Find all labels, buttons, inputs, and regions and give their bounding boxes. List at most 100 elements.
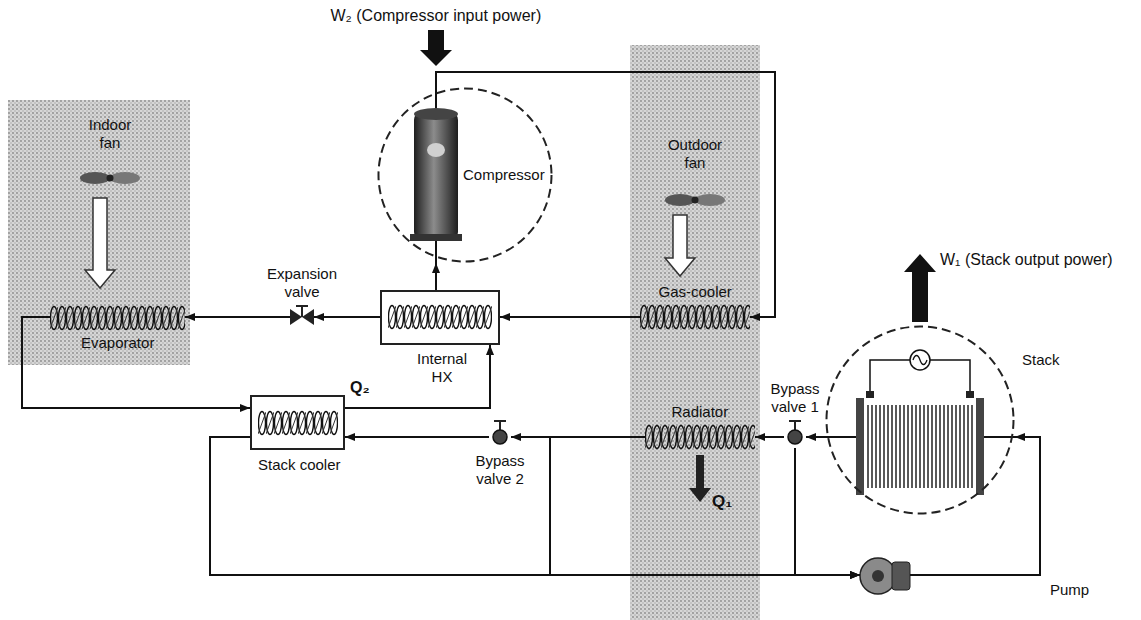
bypass-valve-symbol [788, 430, 802, 444]
radiator-coil: Radiator [645, 425, 755, 450]
coolant-pump: Pump [860, 553, 910, 598]
flow-line [511, 437, 860, 575]
fuel-cell-stack [856, 398, 864, 495]
flow-line [755, 436, 784, 438]
heat-arrow [689, 455, 711, 502]
heat-label: Q₁ [712, 492, 732, 512]
heat-exchanger-coil [50, 304, 755, 450]
pump-illustration [860, 558, 896, 594]
bypass-valve-symbol [494, 420, 506, 422]
power-label: W₂ (Compressor input power) [331, 6, 542, 25]
indoor-fan-icon [107, 175, 114, 182]
heat-exchanger-coil [640, 304, 750, 330]
outdoor-fan-icon [695, 194, 725, 206]
compressor-illustration [414, 108, 458, 120]
pump-illustration [860, 558, 910, 594]
evaporator-coil: Evaporator [50, 305, 185, 330]
fuel-cell-stack [966, 391, 974, 398]
fuel-cell-stack [868, 405, 972, 488]
outdoor-fan-icon [692, 197, 699, 204]
indoor-fan-icon [110, 172, 140, 184]
heat-exchanger-coil [50, 305, 185, 331]
compressor-illustration [427, 143, 445, 157]
airflow-arrow [665, 215, 695, 276]
internal-heat-exchanger: Internal HX [380, 290, 500, 345]
flow-line [345, 436, 489, 438]
flow-line [436, 72, 775, 317]
component-label: Radiator [672, 403, 729, 421]
heat-exchanger-coil [645, 424, 755, 450]
bypass-valve-symbol [493, 430, 507, 444]
fuel-cell-stack [913, 356, 927, 365]
flow-line [435, 263, 437, 290]
stack-cooler: Stack cooler [250, 395, 345, 450]
indoor-band [8, 100, 190, 365]
flow-line [910, 437, 1040, 575]
bypass-valve-symbol [794, 421, 796, 430]
component-label: Internal HX [406, 350, 478, 386]
fuel-cell-stack [976, 398, 984, 495]
component-label: Bypass valve 2 [465, 452, 535, 488]
airflow-arrow [85, 198, 115, 288]
expansion-valve-symbol [290, 306, 314, 325]
airflow-arrow [85, 198, 695, 288]
bypass-valve-symbol [493, 421, 802, 444]
expansion-valve-symbol [302, 309, 314, 325]
compressor-illustration [410, 234, 462, 241]
compressor-illustration [410, 87, 462, 263]
heat-label: Q₂ [350, 378, 370, 397]
outdoor-fan-icon [665, 194, 725, 206]
bypass-valve-symbol [789, 420, 801, 422]
expansion-valve: Expansion valve [290, 305, 314, 329]
dashed-boundary [379, 89, 552, 262]
flow-line [806, 436, 825, 438]
heat-exchanger-coil [645, 424, 755, 450]
flow-line [314, 316, 380, 318]
indoor-fan-icon [80, 172, 110, 184]
fuel-cell-stack [910, 350, 930, 370]
heat-exchanger-coil [258, 410, 338, 436]
flow-line [185, 316, 290, 318]
fuel-cell-stack: Stack [825, 325, 1015, 515]
component-label: Stack [1022, 351, 1060, 369]
fuel-cell-stack [825, 436, 857, 438]
component-label: Evaporator [81, 334, 154, 352]
compressor-illustration [414, 112, 458, 240]
fan-label: Outdoor fan [662, 136, 728, 172]
component-label: Pump [1050, 581, 1089, 599]
power-arrow [420, 30, 452, 66]
fuel-cell-stack [825, 350, 1015, 495]
flow-line [210, 437, 860, 575]
power-arrow [904, 254, 936, 322]
expansion-valve-symbol [290, 309, 302, 325]
fan-label: Indoor fan [80, 116, 140, 152]
expansion-valve-symbol [296, 305, 308, 307]
pump-illustration [872, 570, 884, 582]
dashed-boundary [825, 325, 1015, 515]
outdoor-band [630, 45, 760, 620]
dashed-boundary [827, 327, 1014, 514]
gas-cooler-coil: Gas-cooler [640, 305, 750, 330]
pump-illustration [892, 562, 910, 590]
component-label: Compressor [463, 166, 545, 184]
component-label: Bypass valve 1 [760, 380, 830, 416]
heat-exchanger-coil [640, 304, 750, 330]
flow-line [795, 448, 860, 575]
component-label: Gas-cooler [659, 283, 732, 301]
heat-exchanger-coil [388, 304, 492, 330]
indoor-band [8, 100, 190, 365]
heat-exchanger-coil [258, 410, 338, 436]
bypass-valve: Bypass valve 2 [489, 426, 511, 448]
flow-line [345, 345, 490, 408]
compressor-illustration [435, 87, 437, 110]
power-arrow [420, 30, 936, 322]
fuel-cell-stack [866, 391, 874, 398]
fuel-cell-stack [983, 436, 1015, 438]
outdoor-band [630, 45, 760, 620]
power-label: W₁ (Stack output power) [940, 250, 1113, 269]
compressor-illustration [435, 240, 437, 263]
outdoor-fan-icon [665, 194, 695, 206]
